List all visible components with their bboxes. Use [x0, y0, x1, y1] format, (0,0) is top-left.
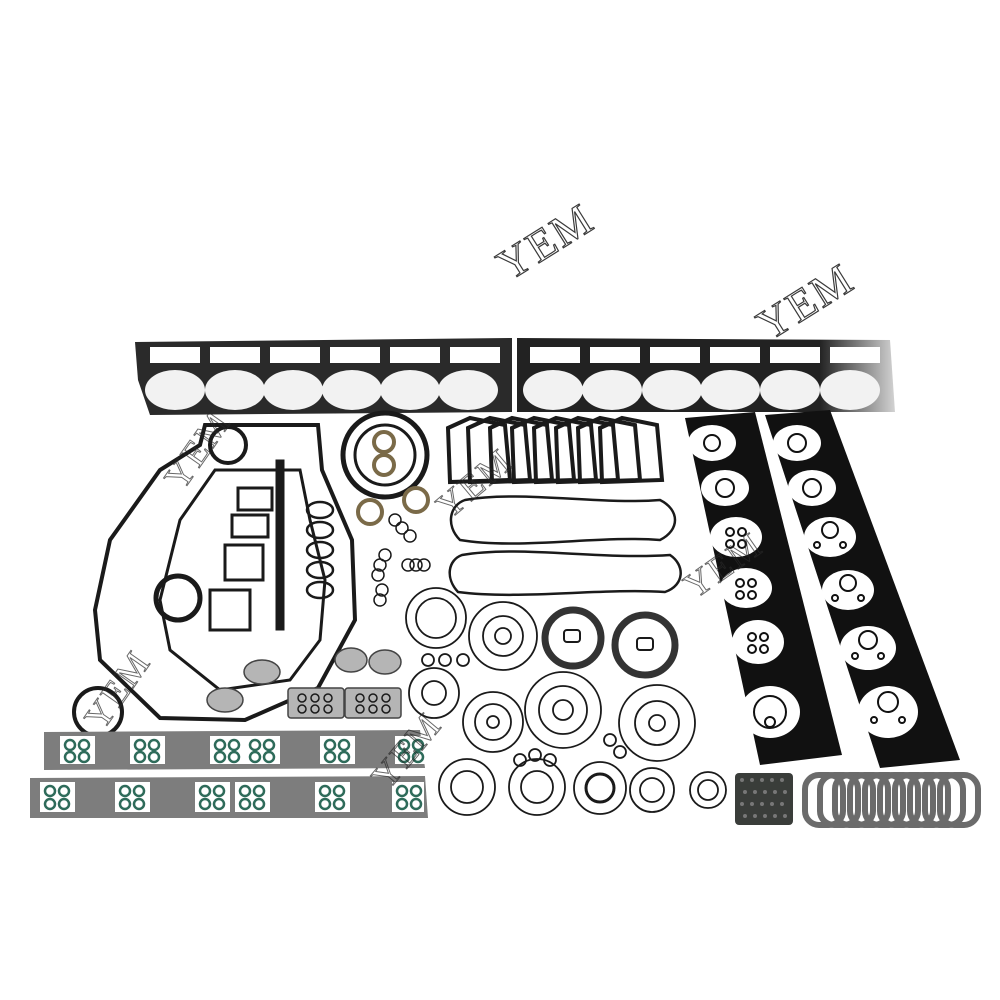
cylinder-head-gasket-2	[765, 410, 960, 768]
cylinder-head-gasket-1	[685, 412, 842, 765]
valve-cover-gaskets	[445, 415, 665, 485]
valve-seal-pile	[735, 773, 793, 825]
exhaust-port-gaskets	[206, 647, 402, 719]
timing-cover-gasket	[92, 423, 358, 723]
o-rings-center	[405, 587, 727, 816]
rocker-cover-seals	[448, 495, 682, 597]
crankshaft-seals	[541, 606, 679, 679]
o-ring-bundles	[371, 513, 431, 607]
exhaust-manifold-strip-1	[44, 730, 425, 770]
round-cover-gasket	[340, 410, 430, 526]
exhaust-manifold-strip-2	[30, 776, 428, 818]
head-gasket-strip	[135, 338, 895, 415]
exhaust-flange-gaskets	[802, 772, 981, 828]
